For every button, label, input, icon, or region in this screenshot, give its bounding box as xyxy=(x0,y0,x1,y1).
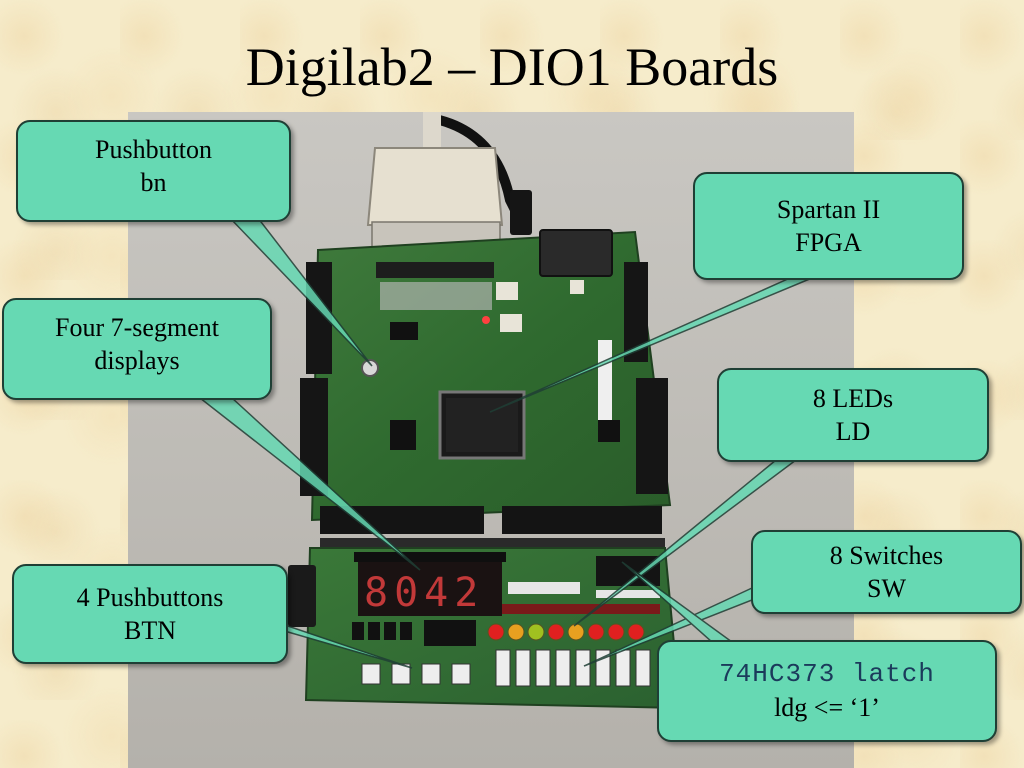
callout-switches-line1: 8 Switches xyxy=(829,540,944,570)
callout-switches-line2: SW xyxy=(867,574,906,603)
callout-pushbuttons-line1: 4 Pushbuttons xyxy=(76,582,224,612)
callout-latch-line1: 74HC373 latch xyxy=(719,658,935,689)
callout-seven-segment-line1: Four 7-segment xyxy=(55,312,219,342)
callout-pushbutton: Pushbutton bn xyxy=(16,120,291,222)
callout-fpga: Spartan II FPGA xyxy=(693,172,964,280)
callout-pushbutton-line1: Pushbutton xyxy=(94,134,213,164)
led xyxy=(627,623,645,641)
slide-title: Digilab2 – DIO1 Boards xyxy=(245,37,779,97)
pushbutton-bn xyxy=(361,359,379,377)
callout-fpga-line2: FPGA xyxy=(795,228,862,257)
led xyxy=(607,623,625,641)
led-row xyxy=(487,623,645,641)
led xyxy=(587,623,605,641)
led xyxy=(507,623,525,641)
callout-switches: 8 Switches SW xyxy=(751,530,1022,614)
callout-latch-line2: ldg <= ‘1’ xyxy=(774,693,880,722)
callout-pushbuttons: 4 Pushbuttons BTN xyxy=(12,564,288,664)
callout-leds: 8 LEDs LD xyxy=(717,368,989,462)
db25-connector xyxy=(366,147,504,226)
led xyxy=(547,623,565,641)
led xyxy=(487,623,505,641)
callout-leds-line1: 8 LEDs xyxy=(812,383,894,413)
seven-segment-block xyxy=(358,560,502,616)
pushbutton-row xyxy=(361,663,471,685)
black-cable xyxy=(429,113,530,233)
switch-row xyxy=(495,649,651,687)
callout-pushbuttons-line2: BTN xyxy=(124,616,176,645)
seven-segment-digits: 8042 xyxy=(364,570,484,616)
callout-leds-line2: LD xyxy=(835,417,871,446)
led xyxy=(567,623,585,641)
callout-latch: 74HC373 latch ldg <= ‘1’ xyxy=(657,640,997,742)
callout-fpga-line1: Spartan II xyxy=(776,194,881,224)
vga-connector xyxy=(288,565,316,627)
led xyxy=(527,623,545,641)
callout-pushbutton-line2: bn xyxy=(140,168,167,197)
callout-seven-segment: Four 7-segment displays xyxy=(2,298,272,400)
serial-connector xyxy=(539,229,613,277)
callout-seven-segment-line2: displays xyxy=(94,346,180,375)
black-plug xyxy=(510,190,532,235)
